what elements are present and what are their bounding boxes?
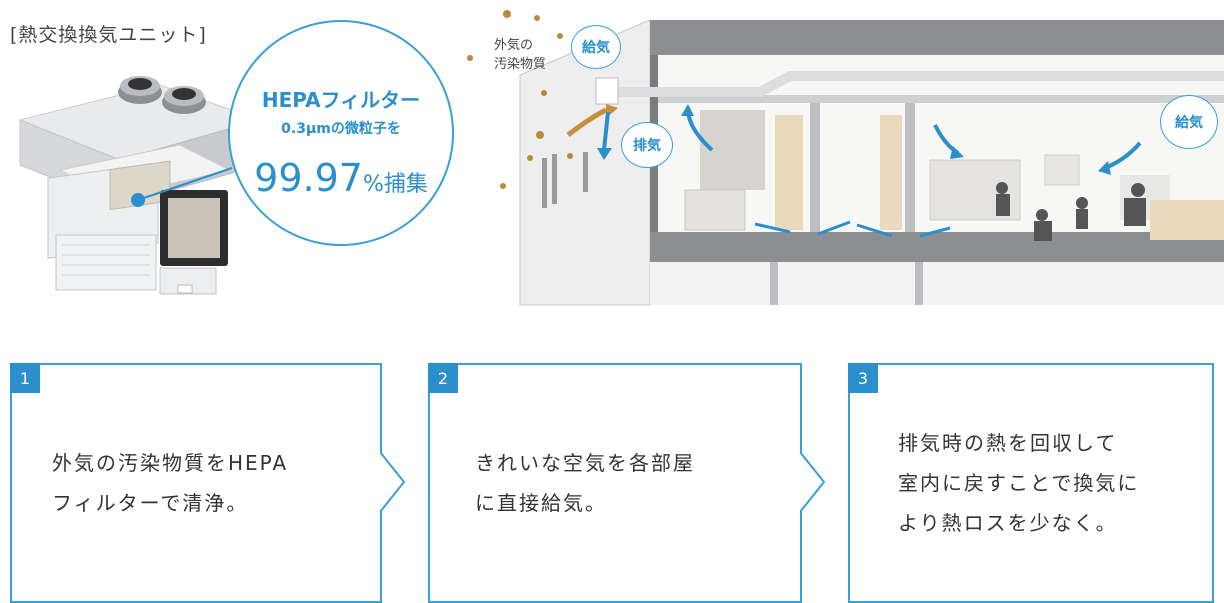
step-text: 外気の汚染物質をHEPA フィルターで清浄。 xyxy=(52,443,288,523)
step-number: 2 xyxy=(428,363,458,393)
unit-title: [熱交換換気ユニット] xyxy=(10,24,207,46)
outside-label-line2: 汚染物質 xyxy=(494,57,547,72)
particle-size-text: 0.3μmの微粒子を xyxy=(281,121,401,137)
hepa-callout: HEPAフィルター 0.3μmの微粒子を 99.97%捕集 xyxy=(228,20,454,246)
supply-air-tag: 給気 xyxy=(571,25,621,69)
arrow-right-icon xyxy=(800,452,826,512)
step-number: 1 xyxy=(10,363,40,393)
outside-label-line1: 外気の xyxy=(494,38,534,53)
step-text-line: に直接給気。 xyxy=(475,491,607,515)
step-text: 排気時の熱を回収して 室内に戻すことで換気に より熱ロスを少なく。 xyxy=(898,423,1139,543)
hepa-title: HEPAフィルター xyxy=(261,88,421,112)
capture-rate-value: 99.97 xyxy=(254,156,363,200)
step-text-line: きれいな空気を各部屋 xyxy=(475,451,695,475)
outside-pollutant-label: 外気の 汚染物質 xyxy=(494,36,546,74)
step-number: 3 xyxy=(848,363,878,393)
step-text-line: フィルターで清浄。 xyxy=(52,491,249,515)
step-text-line: より熱ロスを少なく。 xyxy=(898,511,1118,535)
capture-rate-unit: %捕集 xyxy=(362,172,428,197)
supply-air-tag-right: 給気 xyxy=(1160,95,1218,149)
step-text-line: 外気の汚染物質をHEPA xyxy=(52,451,289,475)
step-box-2: 2 きれいな空気を各部屋 に直接給気。 xyxy=(428,363,802,603)
step-text-line: 排気時の熱を回収して xyxy=(898,431,1118,455)
ventilation-unit-image xyxy=(18,76,262,295)
step-text: きれいな空気を各部屋 に直接給気。 xyxy=(475,443,695,523)
arrow-right-icon xyxy=(380,452,406,512)
house-cutaway-image xyxy=(467,10,1224,306)
step-text-line: 室内に戻すことで換気に xyxy=(898,471,1140,495)
illustration xyxy=(18,10,1224,306)
step-box-3: 3 排気時の熱を回収して 室内に戻すことで換気に より熱ロスを少なく。 xyxy=(848,363,1214,603)
capture-rate: 99.97%捕集 xyxy=(230,156,452,200)
exhaust-air-tag: 排気 xyxy=(621,122,673,168)
step-box-1: 1 外気の汚染物質をHEPA フィルターで清浄。 xyxy=(10,363,382,603)
